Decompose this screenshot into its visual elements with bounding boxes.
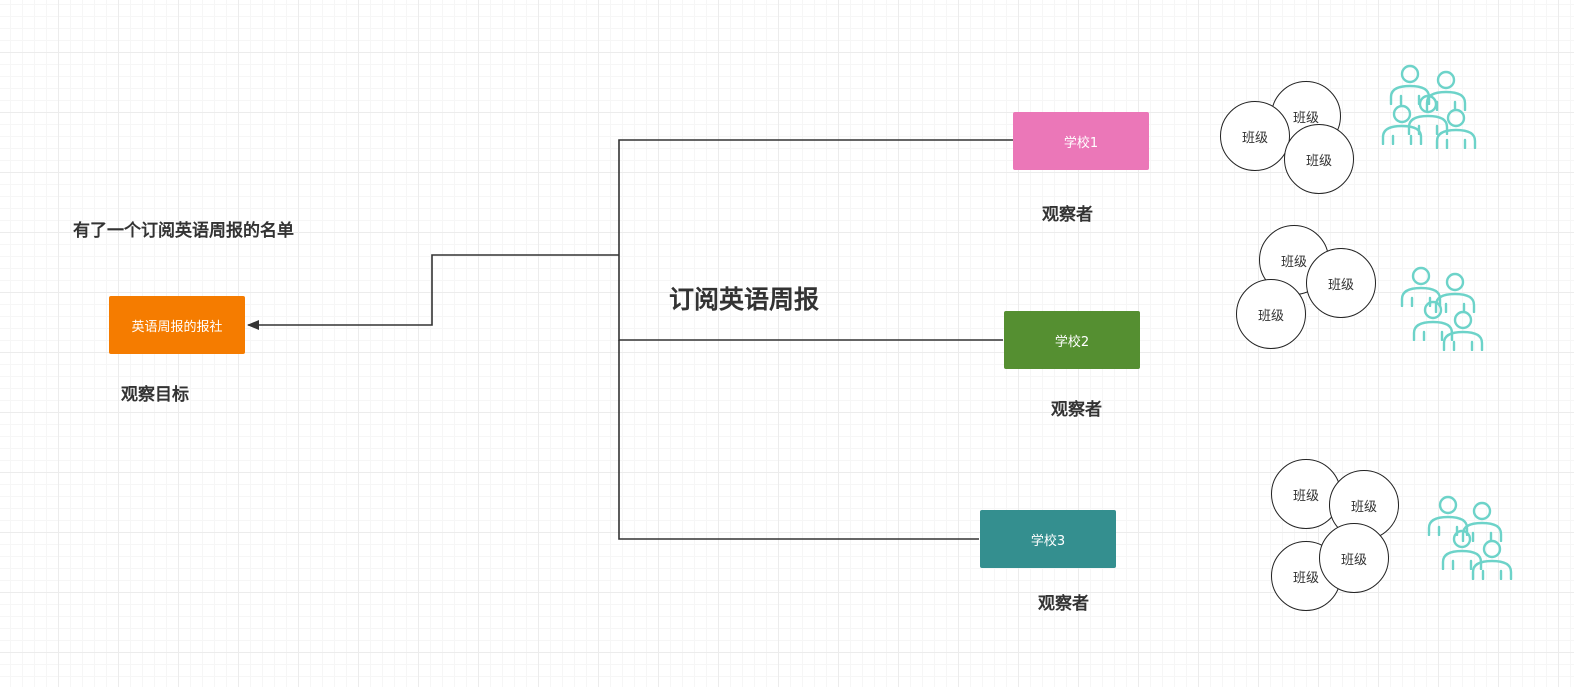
person-icon: [1442, 310, 1484, 351]
subscription-list-note: 有了一个订阅英语周报的名单: [73, 221, 294, 241]
class-circle[interactable]: 班级: [1306, 248, 1376, 318]
people-group-icon: [1395, 265, 1505, 355]
person-icon: [1427, 495, 1469, 536]
school-3-label: 学校3: [1030, 533, 1066, 549]
class-circle[interactable]: 班级: [1236, 279, 1306, 349]
publisher-box[interactable]: 英语周报的报社: [109, 296, 245, 354]
person-icon: [1407, 94, 1449, 135]
observer-role-label-1: 观察者: [1042, 205, 1093, 225]
school-2-label: 学校2: [1054, 334, 1090, 350]
class-circle[interactable]: 班级: [1271, 459, 1341, 529]
class-circle[interactable]: 班级: [1284, 124, 1354, 194]
person-icon: [1412, 300, 1454, 341]
school-3-box[interactable]: 学校3: [980, 510, 1116, 568]
person-icon: [1471, 539, 1513, 580]
school-1-box[interactable]: 学校1: [1013, 112, 1149, 170]
observer-role-label-3: 观察者: [1038, 594, 1089, 614]
class-circle[interactable]: 班级: [1220, 101, 1290, 171]
person-icon: [1434, 272, 1476, 313]
people-group-icon: [1420, 494, 1530, 584]
person-icon: [1400, 266, 1442, 307]
publisher-label: 英语周报的报社: [131, 319, 223, 335]
diagram-title: 订阅英语周报: [669, 285, 820, 314]
person-icon: [1425, 70, 1467, 111]
observer-role-label-2: 观察者: [1051, 400, 1102, 420]
person-icon: [1461, 501, 1503, 542]
people-group-icon: [1380, 63, 1490, 153]
connector-school-1: [618, 139, 1013, 255]
school-1-label: 学校1: [1063, 135, 1099, 151]
school-2-box[interactable]: 学校2: [1004, 311, 1140, 369]
person-icon: [1435, 108, 1477, 149]
class-circle[interactable]: 班级: [1319, 523, 1389, 593]
connector-school-3: [618, 340, 979, 540]
connector-to-publisher-arrow: [247, 254, 619, 330]
person-icon: [1441, 529, 1483, 570]
subject-role-label: 观察目标: [121, 385, 189, 405]
